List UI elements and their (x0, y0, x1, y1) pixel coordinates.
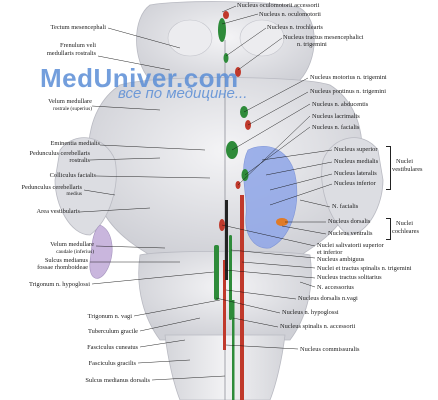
label-n-facialis: N. facialis (332, 203, 359, 210)
label-nuclei-tractus-spinalis: Nuclei et tractus spinalis n. trigemini (317, 265, 412, 272)
label-nucleus-ambiguus: Nucleus ambiguus (317, 256, 365, 263)
label-nucleus-n-facialis: Nucleus n. facialis (312, 124, 360, 131)
leader-lines (79, 5, 333, 381)
choroid-plexus (89, 224, 113, 279)
label-fasciculus-cuneatus: Fasciculus cuneatus (87, 344, 138, 351)
label-nucleus-oculomotorii-accessorii: Nucleus oculomotorii accessorii (237, 2, 320, 9)
label-sulcus-medianus-dorsalis: Sulcus medianus dorsalis (85, 377, 150, 384)
label-nucleus-medialis: Nucleus medialis (334, 158, 379, 165)
label-nucleus-ventralis: Nucleus ventralis (328, 230, 373, 237)
label-pedunculus-cerebellaris-rostralis: Pedunculus cerebellaris (29, 150, 90, 157)
label-tectum-mesencephali: Tectum mesencephali (50, 24, 106, 31)
label-n-accessorius: N. accessorius (317, 284, 354, 291)
label-eminentia-medialis: Eminentia medialis (50, 140, 100, 147)
trochlear-nucleus-green (223, 53, 229, 63)
label-n-trigemini-top: n. trigemini (297, 41, 327, 48)
label-nuclei-salivatorii: Nuclei salivatorii superior (317, 242, 384, 249)
hypoglossal-column (214, 245, 219, 300)
label-nucleus-n-trochlearis: Nucleus n. trochlearis (267, 24, 323, 31)
label-fossae-rhomboideae: fossae rhomboideae (37, 264, 88, 271)
label-fasciculus-gracilis: Fasciculus gracilis (88, 360, 136, 367)
label-et-inferior: et inferior (317, 249, 343, 256)
accessory-oculomotor-red (223, 11, 229, 19)
label-tuberculum-gracile: Tuberculum gracile (88, 328, 138, 335)
label-nucleus-n-oculomotorii: Nucleus n. oculomotorii (259, 11, 321, 18)
label-caudale-inferius: caudale (inferius) (56, 249, 94, 255)
ambiguus-column (229, 235, 232, 320)
label-nuclei-cochleares-1: Nuclei (396, 220, 414, 227)
label-nucleus-lateralis: Nucleus lateralis (334, 170, 377, 177)
label-nucleus-dorsalis: Nucleus dorsalis (328, 218, 371, 225)
label-sulcus-medianus: Sulcus medianus (44, 257, 88, 264)
watermark-tagline: все по медицине... (118, 85, 248, 102)
cochlear-nucleus (276, 218, 288, 226)
label-nucleus-motorius-n-trigemini: Nucleus motorius n. trigemini (310, 74, 387, 81)
label-nucleus-tractus-solitarius: Nucleus tractus solitarius (317, 274, 382, 281)
label-nucleus-commissuralis: Nucleus commissuralis (300, 346, 360, 353)
label-nuclei-vestibulares-2: vestibulares (392, 166, 423, 173)
mesencephalic-nucleus-red (235, 67, 241, 77)
watermark-brand: MedUniver.com (40, 63, 239, 93)
oculomotor-nucleus-green (218, 18, 226, 42)
label-trigonum-n-vagi: Trigonum n. vagi (87, 313, 132, 320)
label-velum-medullare-caudale: Velum medullare (50, 241, 94, 248)
label-nucleus-pontinus-n-trigemini: Nucleus pontinus n. trigemini (310, 88, 386, 95)
label-nuclei-vestibulares-1: Nuclei (396, 158, 414, 165)
label-nucleus-dorsalis-n-vagi: Nucleus dorsalis n.vagi (298, 295, 358, 302)
accessory-spinal-column (232, 300, 235, 400)
label-trigonum-n-hypoglossi: Trigonum n. hypoglossi (28, 281, 90, 288)
label-rostrale-superius: rostrale (superius) (52, 106, 92, 112)
dorsal-vagal-column (225, 200, 228, 280)
label-colliculus-facialis: Colliculus facialis (49, 172, 96, 179)
label-nucleus-superior: Nucleus superior (334, 146, 378, 153)
label-nucleus-inferior: Nucleus inferior (334, 180, 376, 187)
label-medius: medius (66, 191, 82, 197)
cochlear-bracket (386, 218, 391, 240)
spinal-trigeminal-tract (240, 195, 244, 400)
label-medullaris-rostralis: medullaris rostralis (46, 50, 96, 57)
label-pedunculus-cerebellaris-medius: Pedunculus cerebellaris (21, 184, 82, 191)
label-area-vestibularis: Area vestibularis (36, 208, 80, 215)
solitary-tract (223, 260, 226, 350)
label-velum-medullare: Velum medullare (48, 98, 92, 105)
label-nucleus-spinalis-n-accessorii: Nucleus spinalis n. accessorii (280, 323, 356, 330)
label-nucleus-lacrimalis: Nucleus lacrimalis (312, 113, 360, 120)
label-nucleus-n-abducentis: Nucleus n. abducentis (312, 101, 369, 108)
label-nuclei-cochleares-2: cochleares (392, 228, 419, 235)
peduncle-right (321, 137, 384, 236)
colliculus-left (167, 19, 213, 57)
label-nucleus-tractus-mesencephalici: Nucleus tractus mesencephalici (283, 34, 364, 41)
label-nucleus-n-hypoglossi: Nucleus n. hypoglossi (282, 309, 339, 316)
label-rostralis: rostralis (69, 157, 90, 164)
vestibular-bracket (386, 146, 391, 190)
label-frenulum-veli: Frenulum veli (59, 42, 96, 49)
colliculus-right (239, 19, 285, 57)
